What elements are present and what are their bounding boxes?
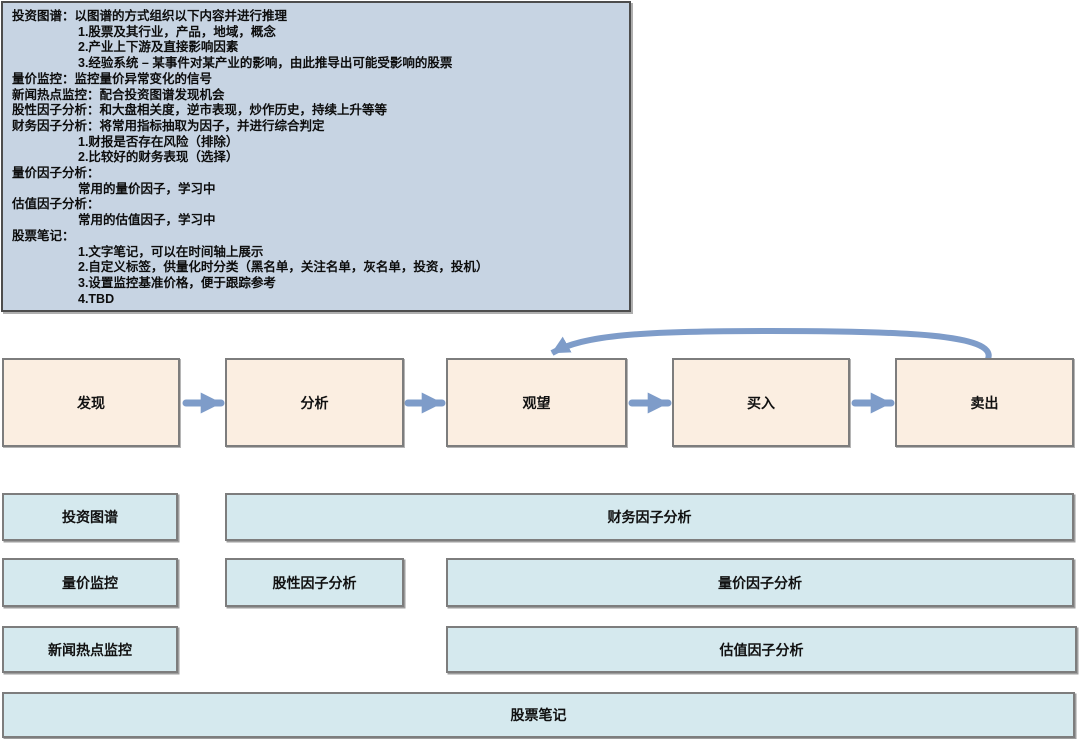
block-label: 量价因子分析 xyxy=(718,574,802,591)
block-label: 股票笔记 xyxy=(510,707,567,723)
block-stock-character-factor-analysis: 股性因子分析 xyxy=(225,558,404,607)
notes-line: 财务因子分析：将常用指标抽取为因子，并进行综合判定 xyxy=(12,118,325,133)
block-price-volume-factor-analysis: 量价因子分析 xyxy=(446,558,1074,607)
notes-line: 投资图谱：以图谱的方式组织以下内容并进行推理 xyxy=(12,9,288,23)
block-price-volume-monitor: 量价监控 xyxy=(2,558,178,607)
notes-line: 1.财报是否存在风险（排除） xyxy=(78,134,239,149)
block-stock-notes: 股票笔记 xyxy=(2,692,1075,738)
block-news-hotspot-monitor: 新闻热点监控 xyxy=(2,626,178,673)
flow-node-discover: 发现 xyxy=(2,358,180,447)
flow-node-sell: 卖出 xyxy=(895,358,1074,447)
flow-node-label: 分析 xyxy=(300,394,329,411)
block-label: 投资图谱 xyxy=(62,509,118,525)
block-financial-factor-analysis: 财务因子分析 xyxy=(225,493,1074,541)
flow-node-label: 卖出 xyxy=(970,394,999,411)
block-label: 财务因子分析 xyxy=(607,509,692,525)
notes-line: 3.设置监控基准价格，便于跟踪参考 xyxy=(78,275,276,290)
flow-node-label: 发现 xyxy=(77,394,105,411)
notes-line: 常用的估值因子，学习中 xyxy=(78,213,216,228)
flow-node-label: 观望 xyxy=(522,394,551,411)
flow-node-buy: 买入 xyxy=(672,358,850,447)
notes-line: 常用的量价因子，学习中 xyxy=(78,181,216,196)
block-label: 量价监控 xyxy=(62,574,118,591)
block-valuation-factor-analysis: 估值因子分析 xyxy=(446,626,1077,673)
notes-line: 3.经验系统 – 某事件对某产业的影响，由此推导出可能受影响的股票 xyxy=(78,56,453,71)
notes-panel: 投资图谱：以图谱的方式组织以下内容并进行推理 1.股票及其行业，产品，地域，概念… xyxy=(1,1,631,312)
notes-line: 2.自定义标签，供量化时分类（黑名单，关注名单，灰名单，投资，投机） xyxy=(78,260,489,275)
arrow-sell-back-to-watch-icon xyxy=(550,327,992,361)
flow-node-watch: 观望 xyxy=(446,358,627,447)
notes-line: 1.文字笔记，可以在时间轴上展示 xyxy=(78,244,264,259)
notes-line: 估值因子分析： xyxy=(12,197,100,212)
notes-line: 2.产业上下游及直接影响因素 xyxy=(78,40,239,55)
flow-node-label: 买入 xyxy=(747,394,775,411)
block-label: 估值因子分析 xyxy=(719,641,804,658)
notes-line: 2.比较好的财务表现（选择） xyxy=(78,150,239,165)
notes-line: 量价因子分析： xyxy=(12,166,100,181)
notes-line: 股票笔记： xyxy=(12,228,75,243)
notes-line: 1.股票及其行业，产品，地域，概念 xyxy=(78,24,276,39)
notes-line: 4.TBD xyxy=(78,291,115,306)
flow-node-analyze: 分析 xyxy=(225,358,404,447)
notes-line: 股性因子分析：和大盘相关度，逆市表现，炒作历史，持续上升等等 xyxy=(12,103,388,118)
notes-line: 量价监控：监控量价异常变化的信号 xyxy=(12,71,213,86)
notes-line: 新闻热点监控：配合投资图谱发现机会 xyxy=(12,87,225,102)
block-label: 新闻热点监控 xyxy=(48,641,132,658)
block-label: 股性因子分析 xyxy=(272,574,357,591)
block-investment-graph: 投资图谱 xyxy=(2,493,178,541)
